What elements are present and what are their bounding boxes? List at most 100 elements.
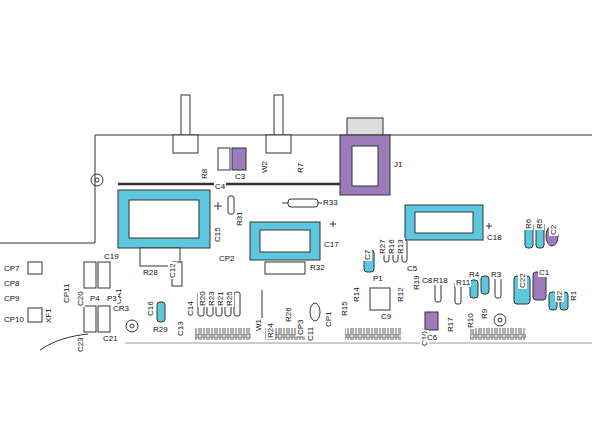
part-label: R27 (378, 238, 387, 255)
part-label: C6 (426, 333, 438, 342)
mounting-hole (130, 324, 134, 328)
capacitor-c3 (232, 148, 246, 170)
part-label: R26 (284, 306, 293, 323)
capacitor-c4 (218, 148, 230, 170)
resistor-r10 (470, 280, 478, 298)
part-label: CP3 (296, 318, 305, 336)
part-label: R23 (207, 290, 216, 307)
part-label: C22 (518, 272, 527, 289)
ic-body (250, 222, 320, 260)
capacitor-c11 (310, 303, 320, 321)
board-outline (125, 343, 592, 344)
resistor-r9 (481, 276, 489, 294)
pot-body (173, 135, 198, 153)
part-label: R9 (480, 308, 489, 320)
part-label: J1 (393, 160, 403, 169)
part-label: C14 (186, 300, 195, 317)
part-label: C21 (102, 334, 119, 343)
capacitor-outline (84, 306, 96, 332)
part-label: C9 (380, 312, 392, 321)
part-label: R8 (200, 168, 209, 180)
part-label: R24 (266, 322, 275, 339)
part-label: C4 (214, 182, 226, 191)
capacitor-outline (98, 306, 110, 332)
jack-inner (352, 146, 378, 186)
pin-header (345, 328, 401, 340)
resistor (495, 276, 501, 298)
part-label: C13 (176, 320, 185, 337)
ic-inner (415, 212, 473, 233)
pot-body (266, 135, 291, 153)
part-label: R13 (396, 238, 405, 255)
part-label: CP11 (62, 283, 71, 304)
part-label: R5 (535, 218, 544, 230)
mounting-hole (95, 178, 99, 182)
part-label: R19 (412, 274, 421, 291)
part-label: R14 (352, 286, 361, 303)
part-label: CP1 (324, 310, 333, 328)
part-label: R28 (142, 268, 159, 277)
trace-bar (118, 183, 345, 186)
part-label: R4 (468, 270, 480, 279)
part-label: C19 (103, 252, 120, 261)
capacitor-c9 (370, 288, 390, 310)
part-label: C16 (146, 300, 155, 317)
part-label: C17 (323, 240, 340, 249)
mounting-hole (126, 320, 138, 332)
part-label: R15 (340, 300, 349, 317)
board-outline (95, 135, 592, 243)
capacitor-c6 (425, 312, 438, 330)
mounting-hole (494, 314, 506, 326)
part-label: R16 (387, 238, 396, 255)
part-label: C7 (363, 249, 372, 261)
part-label: R11 (455, 278, 471, 287)
part-label: R21 (216, 290, 225, 307)
component-outline (265, 262, 305, 274)
part-label: R1 (569, 290, 578, 302)
part-label: R17 (446, 316, 455, 333)
part-label: CP2 (218, 254, 236, 263)
part-label: P1 (372, 274, 384, 283)
part-label: XF1 (44, 307, 53, 324)
part-label: C23 (76, 336, 85, 353)
part-label: CP8 (3, 279, 21, 288)
part-label: P3 (106, 294, 118, 303)
part-label: R33 (322, 198, 339, 207)
part-label: P4 (89, 294, 101, 303)
part-label: CP9 (3, 294, 21, 303)
part-label: C12 (168, 262, 177, 279)
part-label: R29 (152, 325, 169, 334)
part-label: R32 (309, 263, 326, 272)
part-label: C15 (213, 226, 222, 243)
part-label: C20 (76, 290, 85, 307)
part-label: R6 (524, 218, 533, 230)
part-label: R3 (490, 270, 502, 279)
ic-body (118, 190, 210, 248)
pin-header (470, 328, 526, 340)
mounting-hole (498, 318, 502, 322)
part-label: CR3 (112, 304, 130, 313)
polarity-mark (214, 202, 492, 229)
part-label: C2 (549, 224, 558, 236)
part-label: C18 (486, 233, 503, 242)
pot-shaft (274, 95, 283, 135)
ic-body (405, 205, 483, 240)
part-label: R31 (235, 210, 244, 227)
part-label: R10 (466, 312, 475, 329)
capacitor-c7 (364, 250, 374, 272)
pot-shaft (181, 95, 190, 135)
ic-inner (260, 230, 310, 252)
part-label: CP10 (3, 315, 25, 324)
part-label: R18 (432, 276, 449, 285)
capacitor-outline (84, 262, 96, 288)
part-label: W1 (254, 318, 263, 332)
part-label: C1 (538, 268, 550, 277)
trimmer-outline (28, 308, 42, 322)
resistor-r33 (288, 199, 318, 207)
part-label: R12 (396, 286, 405, 303)
part-label: C11 (306, 326, 315, 342)
board-outline (0, 243, 95, 244)
